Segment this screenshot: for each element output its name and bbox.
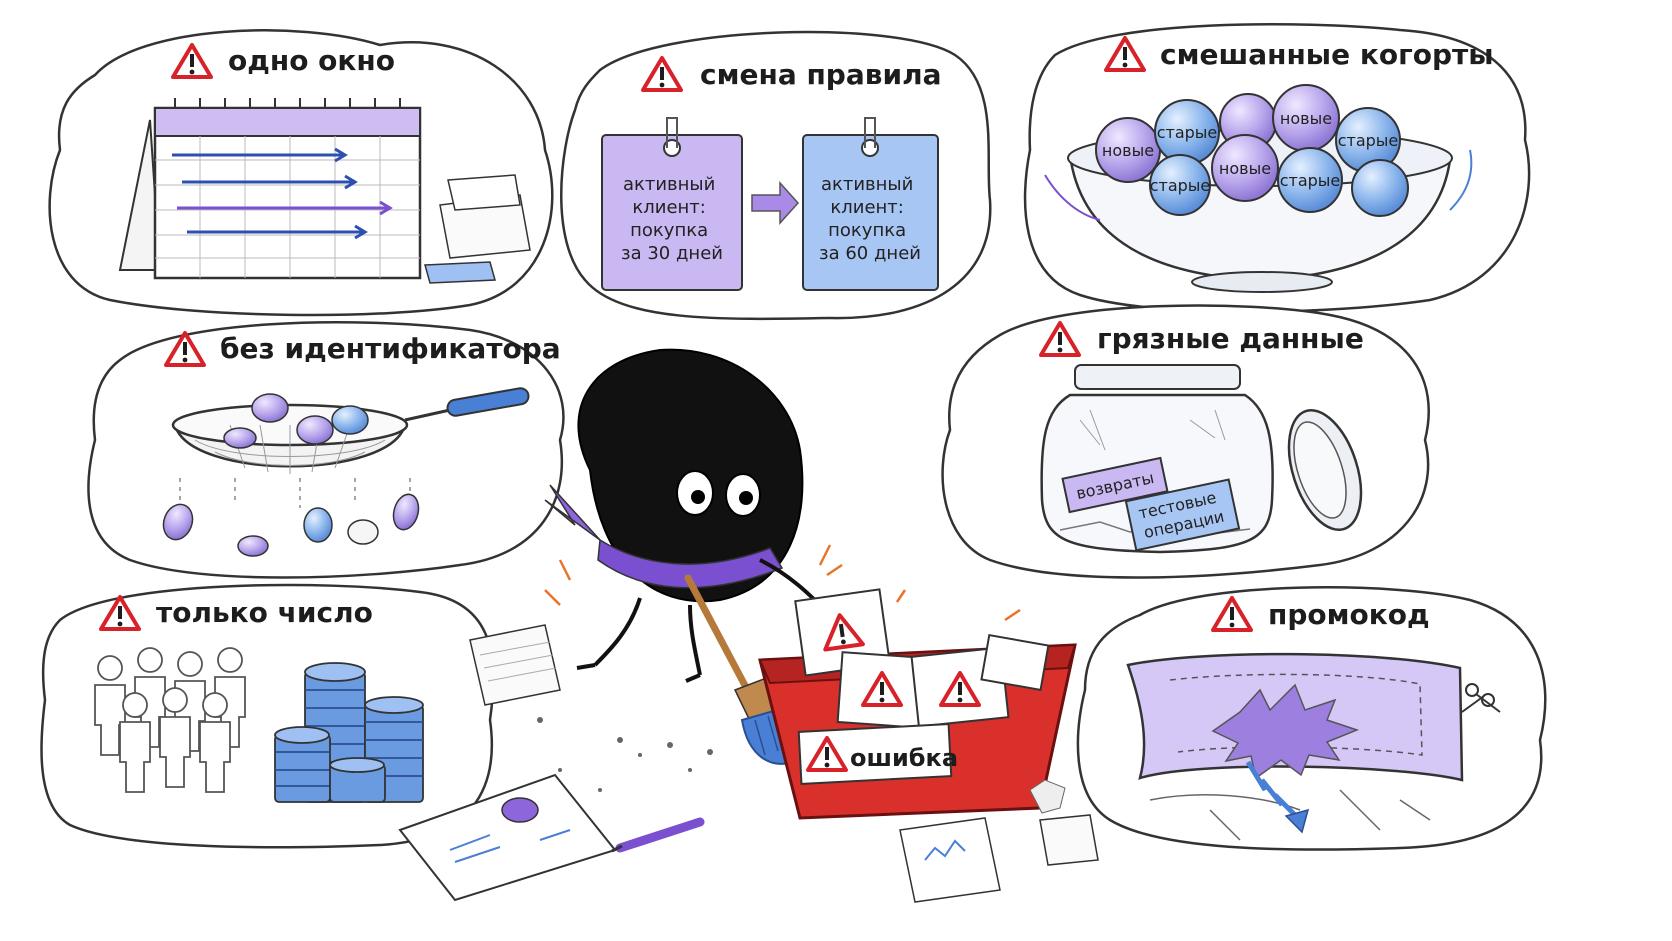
floor-debris: [537, 717, 1066, 814]
panel-no-identifier: без идентификатора: [87, 320, 565, 579]
ball-label: старые: [1280, 171, 1341, 190]
card-text: активный клиент: покупка за 60 дней: [819, 174, 921, 264]
ball-label: новые: [1219, 159, 1271, 178]
motion-marks: [544, 544, 1021, 622]
cohort-balls: новые старые новые старые новые старые с…: [1095, 84, 1409, 217]
panel-title: без идентификатора: [220, 332, 561, 365]
panel-one-window: одно окно: [48, 29, 554, 317]
ball-label: новые: [1102, 141, 1154, 160]
panel-title: промокод: [1268, 598, 1430, 631]
strainer-icon: [171, 387, 530, 474]
error-label: ошибка: [797, 723, 958, 785]
people-icons: [94, 647, 246, 793]
center-scene: ошибка: [398, 348, 1099, 903]
ball-label: старые: [1150, 176, 1211, 195]
panel-title: смена правила: [700, 58, 942, 91]
panel-dirty-data: грязные данные возвраты тестовые операци…: [941, 304, 1430, 579]
panel-title: смешанные когорты: [1160, 38, 1494, 71]
character-blob: [544, 348, 827, 683]
ball-label: старые: [1338, 131, 1399, 150]
bandana-icon: [544, 484, 784, 589]
ball-label: новые: [1280, 109, 1332, 128]
down-trend-arrow-icon: [1245, 760, 1310, 834]
warning-cards: [794, 588, 1050, 729]
panel-promocode: промокод: [1076, 586, 1547, 851]
panel-only-number: только число: [40, 583, 495, 849]
coupon-icon: [1126, 652, 1501, 841]
scissors-icon: [1461, 683, 1501, 713]
falling-coins: [162, 478, 420, 557]
papers-left: [469, 624, 561, 706]
chart-paper-icon: [899, 814, 1099, 903]
arrow-right-icon: [751, 181, 800, 225]
lid-icon: [1287, 408, 1363, 532]
rule-card-60-days: активный клиент: покупка за 60 дней: [802, 117, 939, 291]
paper-stack-icon: [424, 174, 531, 284]
card-text: активный клиент: покупка за 30 дней: [621, 174, 723, 264]
panel-title: грязные данные: [1097, 322, 1364, 355]
ball-label: старые: [1157, 123, 1218, 142]
panel-mixed-cohorts: смешанные когорты новые старые новые ста…: [1023, 23, 1531, 314]
eyes: [676, 470, 761, 517]
coin-stacks-icon: [274, 662, 424, 803]
panel-rule-change: смена правила активный клиент: покупка з…: [560, 30, 992, 321]
error-label-text: ошибка: [850, 744, 958, 772]
label-returns: возвраты: [1061, 456, 1169, 514]
panel-title: только число: [156, 596, 373, 629]
error-basket: ошибка: [758, 588, 1077, 820]
pen-icon: [611, 817, 705, 853]
label-test-operations: тестовые операции: [1124, 478, 1241, 552]
calendar-icon: [118, 98, 422, 280]
rule-card-30-days: активный клиент: покупка за 30 дней: [601, 117, 743, 291]
panel-title: одно окно: [228, 44, 395, 77]
